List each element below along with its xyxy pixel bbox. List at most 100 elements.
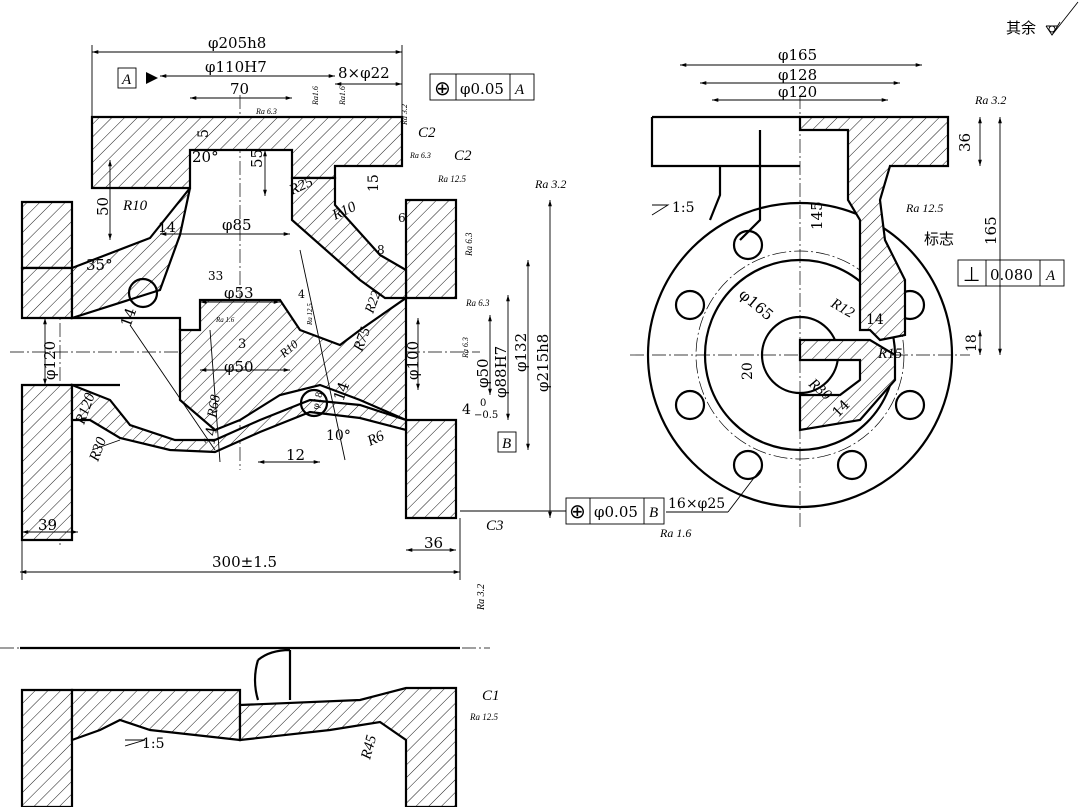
pos-tol-b-symbol: ⊕	[569, 501, 586, 523]
dim-5: 5	[196, 129, 212, 138]
dim-14-d: 14	[200, 425, 221, 447]
bolt-hole-3	[674, 389, 706, 421]
dim-d50b: φ50	[474, 358, 492, 388]
dim-c3: C3	[486, 518, 504, 534]
bore-outline	[72, 316, 182, 387]
corner-surface-note: 其余	[1006, 1, 1079, 37]
section-r45: R45	[358, 733, 380, 762]
boss-hole-right	[299, 388, 329, 418]
pos-tol-a-frame	[429, 73, 535, 101]
section-taper-icon	[124, 739, 146, 747]
dim-12: 12	[286, 446, 305, 464]
dim-d18: φ18	[311, 391, 325, 411]
side-dim-r15: R15	[877, 346, 903, 362]
dim-55: 55	[248, 149, 266, 168]
ra-16-c: Ra 1.6	[215, 316, 235, 324]
left-flange-mid	[20, 266, 74, 320]
dim-300: 300±1.5	[212, 553, 277, 571]
bolt-hole-4	[732, 449, 764, 481]
pos-tol-b-value: φ0.05	[594, 503, 638, 521]
dim-d120: φ120	[41, 341, 59, 380]
dim-14-b: 14	[117, 305, 140, 329]
side-mark-label: 标志	[924, 230, 954, 248]
dim-r68: R68	[205, 394, 224, 420]
dim-d205h8: φ205h8	[208, 34, 266, 52]
surface-symbol-icon	[1045, 1, 1079, 36]
datum-a-arrow-icon	[146, 72, 158, 84]
ra-32-right: Ra 3.2	[534, 177, 566, 191]
dim-39: 39	[38, 516, 57, 534]
pos-tol-a-symbol: ⊕	[434, 78, 451, 100]
boss-hole-left	[127, 277, 159, 309]
bolt-hole-2	[674, 289, 706, 321]
ra-125-c2: Ra 12.5	[437, 174, 466, 184]
section-ra-125: Ra 12.5	[469, 712, 498, 722]
left-flange-upper	[20, 200, 74, 270]
side-taper: 1:5	[672, 200, 695, 216]
side-taper-icon	[651, 204, 670, 216]
dim-d132: φ132	[512, 333, 530, 372]
datum-b-label: B	[502, 436, 511, 452]
right-flange-lower	[404, 418, 458, 520]
datum-b-box	[497, 431, 517, 453]
section-taper: 1:5	[142, 736, 165, 752]
side-dim-d165-circle: φ165	[735, 285, 777, 324]
ra-125-c: Ra 12.5	[306, 303, 314, 326]
pos-tol-a-datum: A	[514, 82, 525, 98]
dim-3: 3	[238, 337, 246, 352]
ra-63-d: Ra 6.3	[461, 337, 470, 359]
side-dim-36: 36	[956, 133, 974, 152]
datum-a-label: A	[121, 72, 132, 88]
section-window	[253, 648, 292, 701]
dim-33: 33	[208, 269, 223, 283]
ra-32-bottom: Ra 3.2	[476, 584, 487, 611]
side-dim-r12: R12	[827, 295, 857, 322]
dim-d215h8: φ215h8	[534, 334, 552, 392]
side-dim-d165: φ165	[778, 46, 817, 64]
side-left-outline	[650, 115, 800, 241]
ra-63-top: Ra 6.3	[255, 107, 277, 116]
side-ra-16: Ra 1.6	[659, 526, 691, 540]
datum-a-box	[117, 67, 137, 89]
dim-d53: φ53	[224, 284, 254, 302]
side-lower-section	[798, 338, 897, 432]
ra-16-a: Ra1.6	[311, 86, 320, 106]
side-dim-18: 18	[964, 334, 980, 352]
ra-63-c2: Ra 6.3	[409, 151, 431, 160]
dim-a10: 10°	[326, 428, 351, 444]
dim-d88H7: φ88H7	[492, 346, 510, 398]
side-dim-16xd25: 16×φ25	[668, 496, 725, 512]
section-view: 1:5 R45 C1 Ra 12.5	[0, 646, 500, 807]
dim-14-c: 14	[330, 379, 353, 403]
dim-d85: φ85	[222, 216, 252, 234]
top-flange-section	[90, 115, 404, 190]
dim-36: 36	[424, 534, 443, 552]
ra-32-top: Ra 3.2	[400, 104, 409, 126]
bolt-hole-6	[894, 389, 926, 421]
pos-tol-a-value: φ0.05	[460, 80, 504, 98]
front-view: A ⊕ φ0.05 A ⊕ φ0.05 B B φ205h8 φ110H7 70…	[10, 34, 665, 611]
seat-wall	[178, 295, 408, 432]
side-bolt-circle	[695, 250, 905, 460]
section-right-wall	[238, 686, 458, 807]
dim-tol-upper: 0	[480, 398, 486, 409]
dim-d100: φ100	[404, 341, 422, 380]
leader-r120	[129, 324, 216, 451]
dim-14-a: 14	[158, 220, 176, 236]
left-flange-lower	[20, 383, 74, 542]
corner-note-text: 其余	[1006, 19, 1036, 37]
dim-6: 6	[398, 211, 406, 225]
section-left-flange	[20, 688, 74, 807]
pos-tol-b-datum: B	[649, 505, 658, 521]
dim-8xd22: 8×φ22	[338, 64, 390, 82]
ra-63-side: Ra 6.3	[464, 232, 474, 257]
dim-c2-a: C2	[418, 125, 436, 141]
perp-tol-frame	[957, 259, 1065, 287]
ra-16-b: Ra1.6	[338, 86, 347, 106]
lower-curved-wall	[70, 383, 408, 454]
dim-a20: 20°	[192, 148, 219, 166]
dim-c2-b: C2	[454, 148, 472, 164]
dim-4-tol: 4	[462, 402, 471, 418]
side-ra-32: Ra 3.2	[974, 93, 1006, 107]
side-dim-d128: φ128	[778, 66, 817, 84]
